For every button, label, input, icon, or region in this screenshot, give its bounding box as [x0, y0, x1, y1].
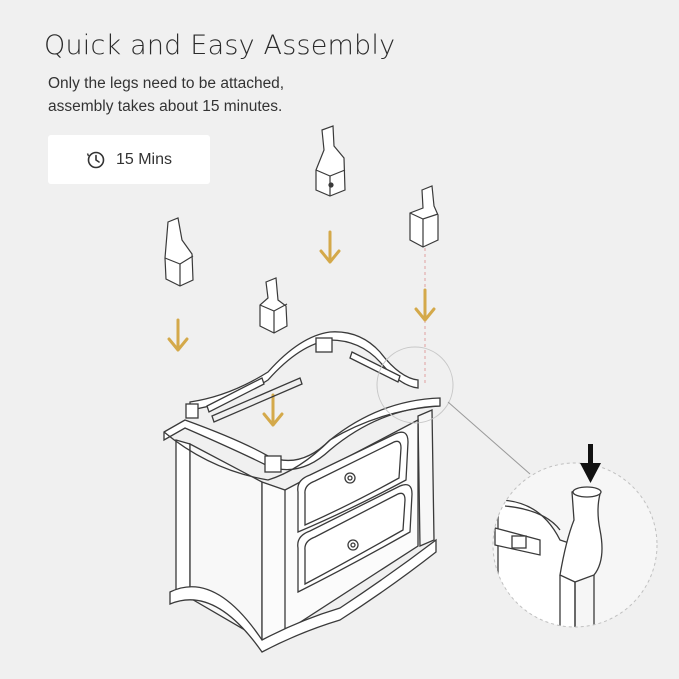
zoom-detail	[493, 463, 657, 627]
zoom-detail-border	[492, 462, 658, 628]
clock-icon	[86, 151, 105, 168]
detail-highlight-circle	[376, 346, 454, 424]
leg-front-center	[259, 277, 288, 334]
arrow-icon	[414, 288, 436, 322]
page-title: Quick and Easy Assembly	[44, 30, 396, 61]
subtitle-line-1: Only the legs need to be attached,	[48, 75, 285, 92]
assembly-time-label: 15 Mins	[115, 150, 173, 168]
nightstand-cabinet	[163, 331, 441, 653]
arrow-icon	[167, 318, 189, 352]
callout-line	[447, 401, 531, 475]
leg-left	[164, 217, 194, 287]
leg-back-right	[409, 185, 439, 248]
page-subtitle: Only the legs need to be attached, assem…	[48, 72, 348, 118]
arrow-icon	[580, 444, 601, 483]
subtitle-line-2: assembly takes about 15 minutes.	[48, 98, 283, 115]
arrow-icon	[262, 393, 284, 427]
assembly-time-badge: 15 Mins	[48, 135, 210, 184]
arrow-icon	[319, 230, 341, 264]
leg-top-center	[315, 125, 346, 197]
